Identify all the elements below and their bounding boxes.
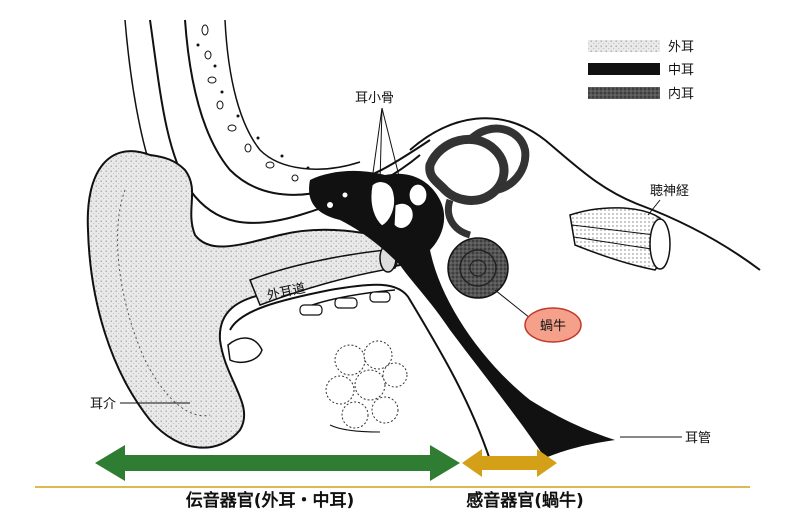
legend-swatch-outer <box>588 40 660 52</box>
label-auditory-nerve: 聴神経 <box>650 184 689 199</box>
label-ossicles: 耳小骨 <box>355 91 394 106</box>
legend-label-outer: 外耳 <box>668 40 694 55</box>
legend-label-middle: 中耳 <box>668 63 694 78</box>
conductive-arrow <box>95 445 460 481</box>
eustachian-tube-callout: 耳管 <box>620 431 711 446</box>
label-auricle: 耳介 <box>90 397 116 412</box>
caption-sensory: 感音器官(蝸牛) <box>466 490 584 511</box>
legend-label-inner: 内耳 <box>668 86 694 102</box>
legend-swatch-middle <box>588 63 660 75</box>
auditory-nerve <box>570 208 670 270</box>
legend-swatch-inner <box>588 87 660 99</box>
cochlea-leader <box>495 290 530 318</box>
caption-conductive: 伝音器官(外耳・中耳) <box>186 490 355 511</box>
sensory-arrow <box>462 449 557 477</box>
inner-ear <box>430 129 526 298</box>
label-cochlea: 蝸牛 <box>540 319 566 334</box>
cochlea-callout: 蝸牛 <box>495 290 581 342</box>
legend: 外耳 中耳 内耳 <box>588 40 694 102</box>
label-eustachian-tube: 耳管 <box>685 431 711 446</box>
